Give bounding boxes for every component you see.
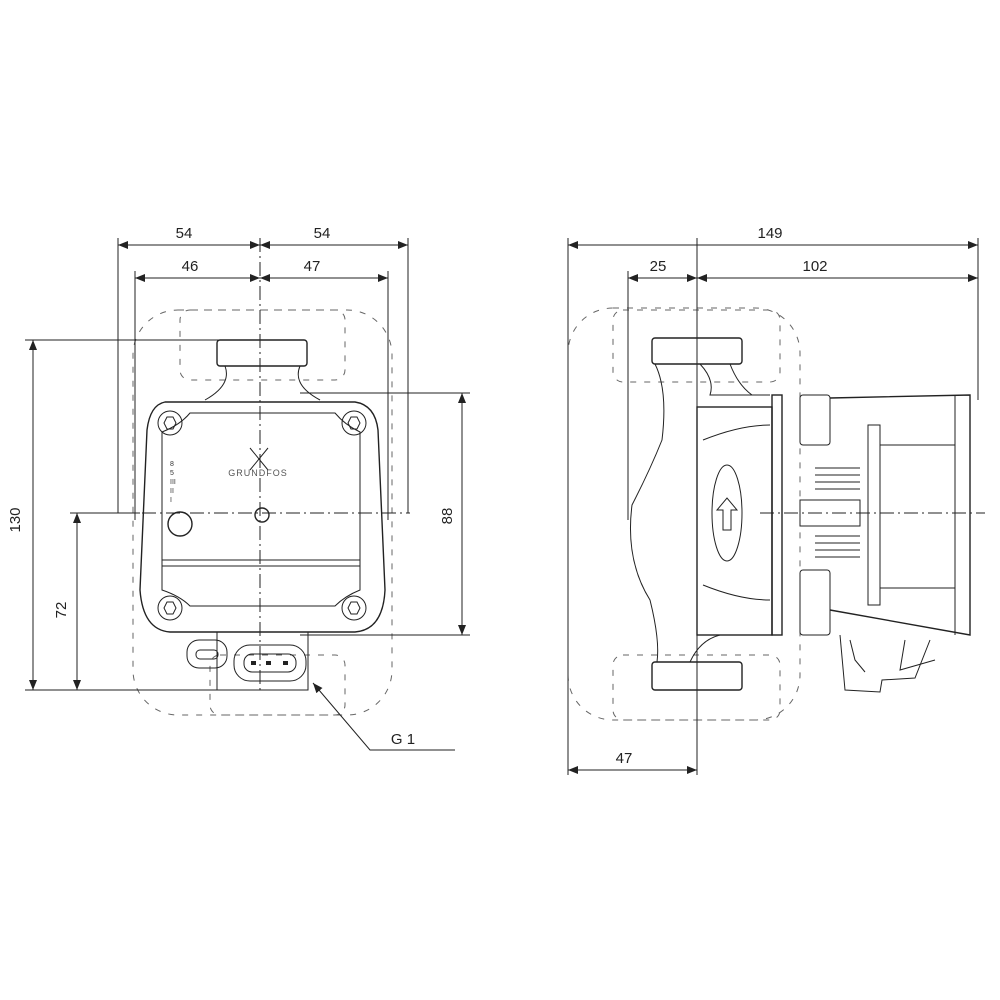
flow-direction-arrow-icon [715,497,739,531]
dim-label-54-left: 54 [176,225,193,242]
control-button-icon [167,511,193,537]
side-bottom-flange [651,661,743,691]
side-pump-body [630,337,971,693]
dim-label-47: 47 [304,258,321,275]
power-connector [233,644,307,682]
dim-label-102: 102 [802,258,827,275]
front-pump-body: GRUNDFOS 8 5 III II I [139,339,386,691]
center-vent-screw-icon [254,507,270,523]
flow-direction-plate [711,464,743,562]
grundfos-logo-icon: GRUNDFOS [228,447,288,478]
dim-label-72: 72 [53,602,70,619]
front-extension-lines [25,238,470,691]
svg-text:8: 8 [170,461,174,468]
signal-connector [186,639,228,669]
hex-bolt-icon [157,410,183,436]
front-upper-clearance [179,309,346,381]
side-view: 149 25 102 47 [567,225,985,775]
thread-leader-line [312,682,455,751]
svg-text:II: II [170,488,174,495]
side-connector-plug [839,634,931,693]
dim-label-130: 130 [7,507,24,532]
hex-bolt-icon [341,410,367,436]
side-extension-lines [567,238,979,775]
svg-text:GRUNDFOS: GRUNDFOS [228,468,288,478]
side-top-flange [651,337,743,365]
thread-label: G 1 [391,731,415,748]
dim-label-47-side: 47 [616,750,633,767]
dim-label-46: 46 [182,258,199,275]
dim-label-54-right: 54 [314,225,331,242]
front-lower-clearance [209,654,346,716]
svg-text:I: I [170,497,172,504]
dim-label-88: 88 [439,508,456,525]
top-flange [216,339,308,367]
motor-cooling-fins [815,467,860,558]
dim-label-25: 25 [650,258,667,275]
dim-label-149: 149 [757,225,782,242]
speed-indicator-marks: 8 5 III II I [170,461,176,504]
front-view: 54 54 46 47 130 72 88 GRUNDFOS 8 5 [7,225,470,751]
hex-bolt-icon [157,595,183,621]
pump-housing [696,406,773,636]
svg-text:III: III [170,479,176,486]
side-envelope-outline [567,307,801,721]
motor-housing [829,394,971,636]
hex-bolt-icon [341,595,367,621]
svg-text:5: 5 [170,470,174,477]
